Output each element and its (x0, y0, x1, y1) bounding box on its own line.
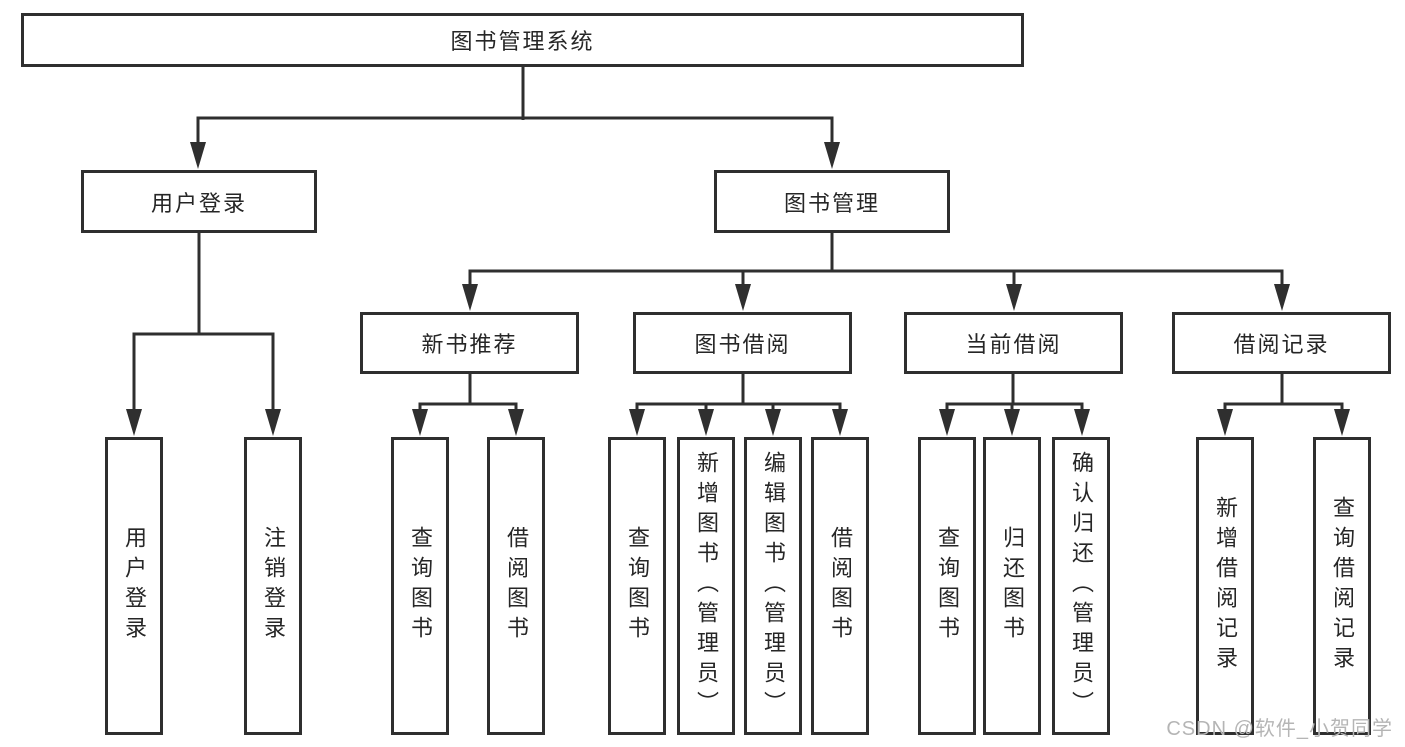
node-label: 确认归还（管理员） (1069, 451, 1094, 721)
node-label: 新增借阅记录 (1213, 496, 1238, 676)
node-user-login-leaf: 用户登录 (105, 437, 163, 735)
node-logout: 注销登录 (244, 437, 302, 735)
node-label: 用户登录 (150, 190, 247, 216)
node-query-borrow-record: 查询借阅记录 (1313, 437, 1371, 735)
node-user-login: 用户登录 (81, 170, 317, 233)
node-label: 用户登录 (122, 526, 147, 646)
node-confirm-return-admin: 确认归还（管理员） (1052, 437, 1110, 735)
node-label: 借阅记录 (1233, 332, 1330, 357)
node-label: 图书管理 (783, 190, 880, 216)
node-borrowing-records: 借阅记录 (1172, 312, 1391, 374)
node-query-books-2: 查询图书 (608, 437, 666, 735)
node-current-borrowing: 当前借阅 (904, 312, 1123, 374)
node-return-books: 归还图书 (983, 437, 1041, 735)
node-borrow-books-2: 借阅图书 (811, 437, 869, 735)
node-label: 图书借阅 (694, 332, 791, 357)
node-borrow-books-1: 借阅图书 (487, 437, 545, 735)
node-label: 注销登录 (261, 526, 286, 646)
node-label: 编辑图书（管理员） (761, 451, 786, 721)
node-query-books-3: 查询图书 (918, 437, 976, 735)
node-label: 新书推荐 (421, 332, 518, 357)
node-book-management: 图书管理 (714, 170, 950, 233)
node-label: 新增图书（管理员） (694, 451, 719, 721)
node-new-book-recommend: 新书推荐 (360, 312, 579, 374)
node-root-system: 图书管理系统 (21, 13, 1024, 67)
node-label: 借阅图书 (828, 526, 853, 646)
csdn-watermark: CSDN @软件_小贺同学 (1166, 718, 1393, 740)
node-label: 查询借阅记录 (1330, 496, 1355, 676)
node-label: 查询图书 (408, 526, 433, 646)
node-label: 归还图书 (1000, 526, 1025, 646)
node-edit-books-admin: 编辑图书（管理员） (744, 437, 802, 735)
node-query-books-1: 查询图书 (391, 437, 449, 735)
node-book-borrowing: 图书借阅 (633, 312, 852, 374)
node-label: 当前借阅 (965, 332, 1062, 357)
node-label: 查询图书 (935, 526, 960, 646)
node-label: 图书管理系统 (450, 29, 595, 54)
node-add-borrow-record: 新增借阅记录 (1196, 437, 1254, 735)
node-label: 查询图书 (625, 526, 650, 646)
node-label: 借阅图书 (504, 526, 529, 646)
node-add-books-admin: 新增图书（管理员） (677, 437, 735, 735)
